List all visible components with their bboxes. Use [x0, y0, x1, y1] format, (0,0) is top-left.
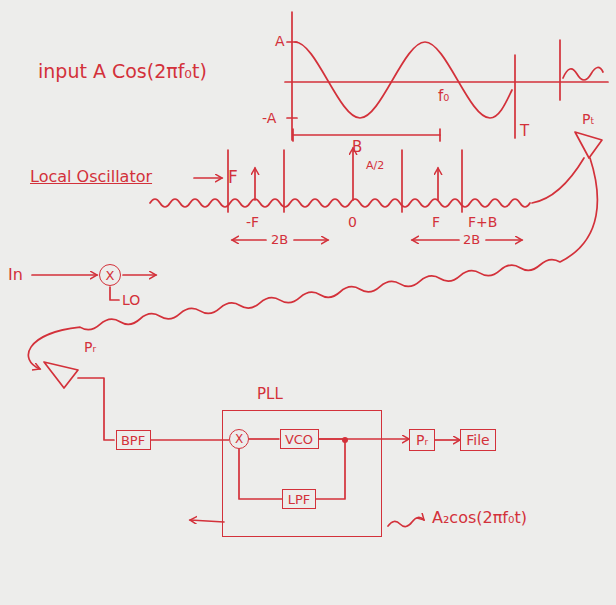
amplitude-label: A/2: [366, 160, 384, 171]
radio-channel: [28, 158, 597, 369]
pll-block: PLLXVCOLPF: [222, 410, 382, 537]
band-edge: [461, 150, 463, 212]
width-arrow: [486, 239, 522, 241]
signal-label: input A Cos(2πf₀t): [38, 62, 207, 81]
dimension-label: 2B: [269, 233, 290, 246]
bracket-end: [439, 129, 441, 141]
node-text: BPF: [121, 434, 145, 447]
frequency-label: F: [432, 215, 440, 229]
time-marker: [559, 40, 561, 100]
period-bracket: [293, 134, 440, 136]
width-arrow: [294, 239, 328, 241]
time-marker: [514, 55, 516, 138]
frequency-label: 0: [348, 215, 357, 229]
width-arrow: [412, 239, 459, 241]
node-text: File: [466, 433, 489, 447]
output-arrow: [388, 517, 424, 526]
sine-wave: [295, 42, 512, 118]
signal-wire: [435, 439, 460, 441]
file-box: File: [460, 429, 496, 451]
axis-label: A: [275, 34, 285, 48]
vco-box: VCO: [280, 429, 319, 449]
mixer-circle: X: [229, 429, 249, 449]
arrow: [194, 177, 222, 179]
input-wire: [32, 274, 97, 276]
receiver-box: Pᵣ: [409, 429, 435, 451]
bracket-end: [292, 129, 294, 141]
frequency-label: -F: [246, 215, 259, 229]
node-text: Pᵣ: [416, 433, 428, 447]
signal-wire: [249, 438, 280, 440]
frequency-label: F: [228, 169, 238, 186]
spectrum-trace: [150, 199, 530, 207]
width-arrow: [232, 239, 266, 241]
signal-label: LO: [122, 293, 140, 307]
lo-wire: [110, 287, 119, 300]
rx-antenna: [44, 362, 78, 388]
node-text: X: [235, 433, 243, 445]
feed-line: [532, 158, 584, 203]
dimension-label: B: [352, 140, 362, 155]
node-text: PLL: [257, 387, 283, 402]
signal-label: A₂cos(2πf₀t): [432, 510, 527, 526]
node-text: VCO: [285, 433, 313, 446]
mixer-circle: X: [99, 264, 121, 286]
tick: [287, 117, 297, 119]
sine-wave: [563, 67, 603, 80]
tx-antenna: [575, 132, 602, 158]
spectral-line: [352, 148, 354, 200]
spectral-line: [437, 168, 439, 200]
dimension-label: 2B: [461, 233, 482, 246]
spectral-line: [254, 168, 256, 200]
signal-wire: [316, 439, 345, 499]
power-label: Pₜ: [582, 112, 595, 126]
node-text: LPF: [288, 493, 311, 506]
signal-wire: [239, 449, 282, 499]
filter-box: LPF: [282, 489, 316, 509]
band-edge: [283, 150, 285, 212]
frequency-label: F+B: [468, 215, 497, 229]
period-label: T: [520, 124, 529, 139]
filter-box: BPF: [116, 430, 151, 450]
feed-line: [78, 378, 114, 440]
signal-wire: [151, 439, 230, 441]
node-text: X: [106, 269, 115, 282]
power-label: Pᵣ: [84, 340, 96, 354]
axis-label: -A: [262, 111, 276, 125]
signal-label: In: [8, 267, 23, 283]
output-arrow: [190, 520, 224, 522]
block-label: Local Oscillator: [30, 169, 152, 185]
y-axis: [291, 12, 293, 140]
band-edge: [401, 150, 403, 212]
output-wire: [123, 274, 156, 276]
frequency-label: f₀: [438, 89, 449, 104]
